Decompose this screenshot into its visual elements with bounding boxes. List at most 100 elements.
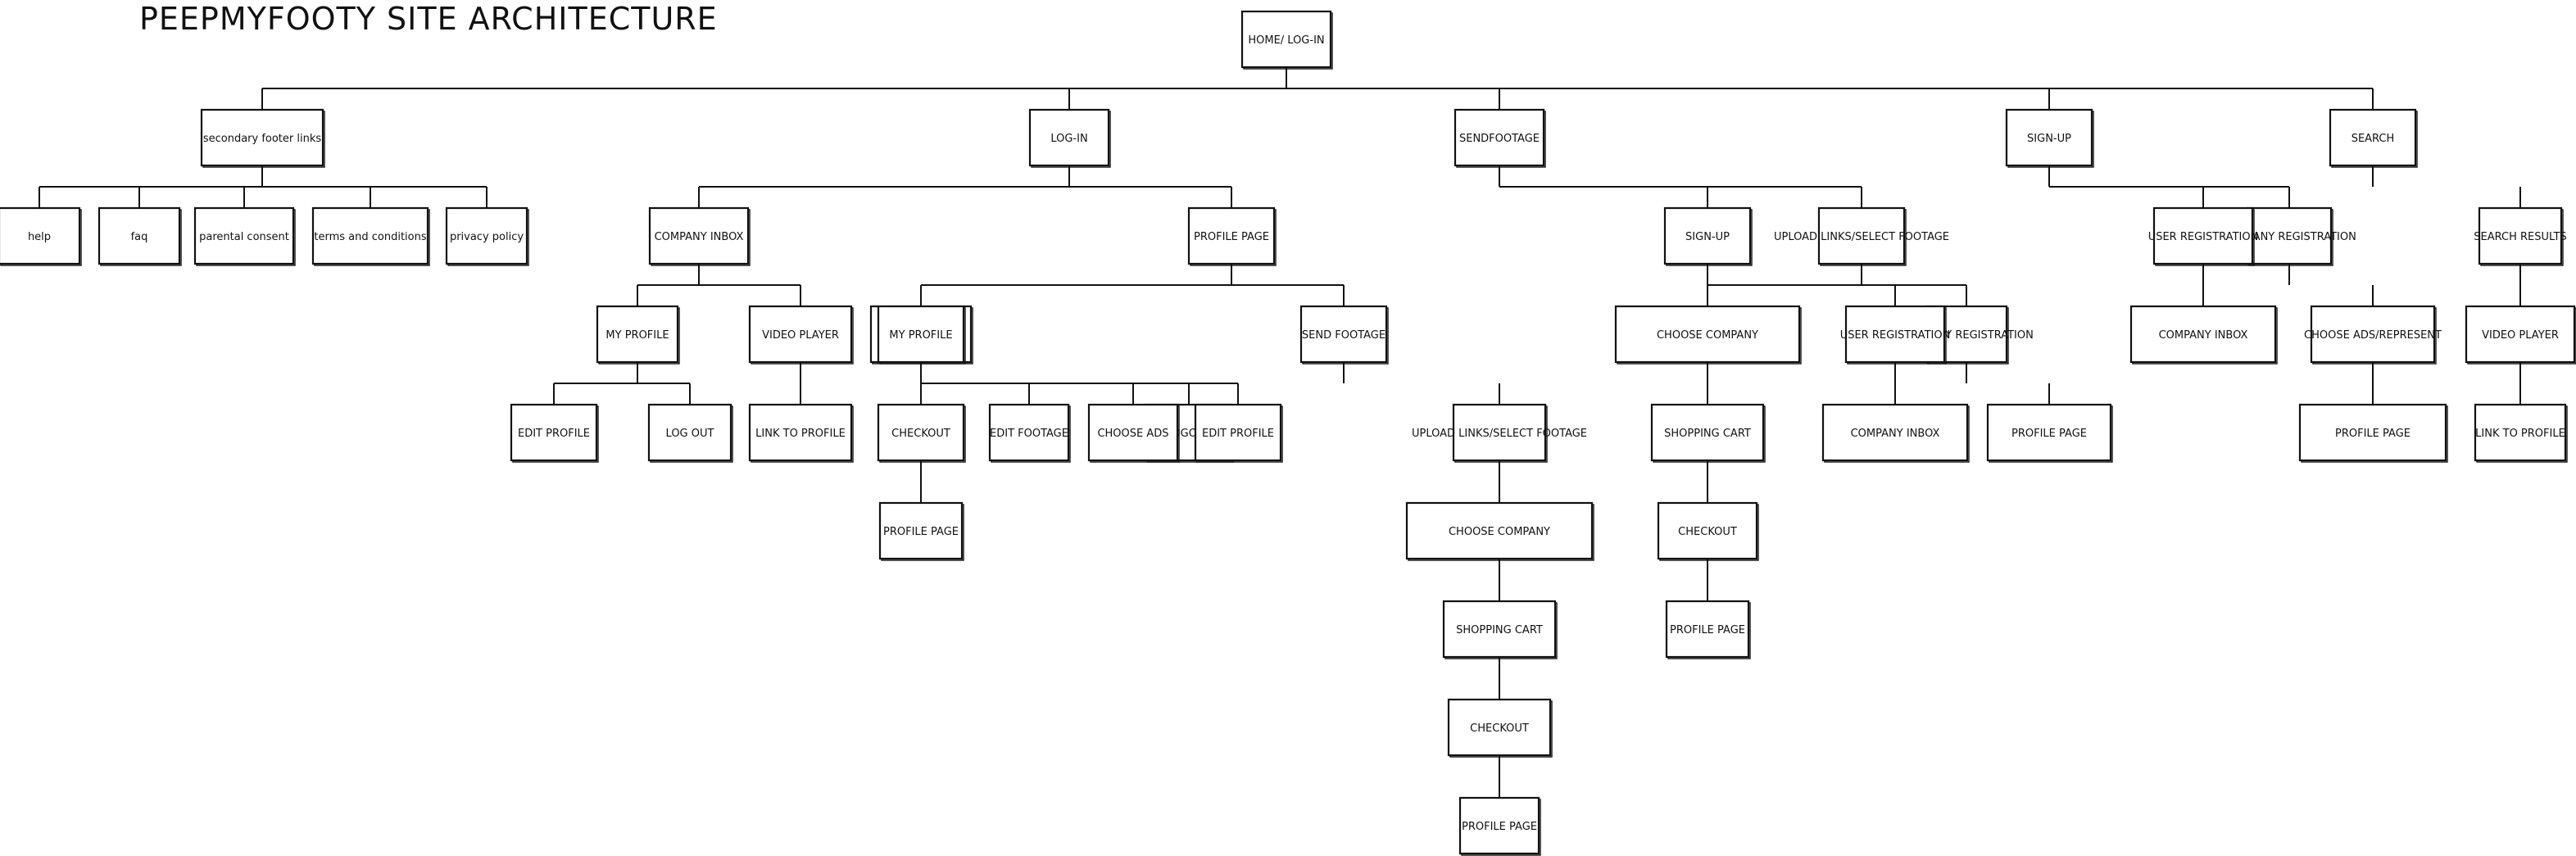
node-box [193, 206, 295, 265]
page-nodes: HOME/ LOG-IN secondary footer links help fa… [0, 10, 2576, 856]
diagram-title: PEEPMYFOOTY SITE ARCHITECTURE [139, 1, 718, 37]
node-box [748, 403, 853, 462]
node-box [988, 403, 1070, 462]
node-edit-profile: EDIT PROFILE [1194, 403, 1283, 463]
node-label: MY PROFILE [889, 329, 952, 342]
node-upload-links-select-footage: UPLOAD LINKS/SELECT FOOTAGE [1412, 403, 1587, 463]
node-label: PROFILE PAGE [883, 526, 959, 538]
node-user-registration: USER REGISTRATION [1840, 305, 1951, 365]
node-label: parental consent [199, 231, 289, 243]
node-send-footage: SEND FOOTAGE [1299, 305, 1389, 365]
node-company-inbox: COMPANY INBOX [648, 206, 751, 266]
node-label: LINK TO PROFILE [2475, 428, 2565, 440]
node-label: PROFILE PAGE [1670, 624, 1745, 636]
node-label: VIDEO PLAYER [762, 329, 839, 342]
node-label: SIGN-UP [2027, 133, 2071, 145]
node-box [1821, 403, 1969, 462]
node-label: UPLOAD LINKS/SELECT FOOTAGE [1774, 231, 1949, 243]
node-label: SEND FOOTAGE [1302, 329, 1386, 342]
node-box [200, 108, 324, 167]
node-sign-up: SIGN-UP [2005, 108, 2094, 168]
node-box [1657, 501, 1758, 560]
node-box [1299, 305, 1388, 364]
node-label: LINK TO PROFILE [755, 428, 846, 440]
node-box [1442, 600, 1557, 659]
node-box [2152, 206, 2254, 265]
node-secondary-footer-links: secondary footer links [200, 108, 325, 168]
node-label: SHOPPING CART [1664, 428, 1751, 440]
node-label: HOME/ LOG-IN [1248, 34, 1324, 47]
node-checkout: CHECKOUT [1447, 698, 1553, 758]
node-checkout: CHECKOUT [1657, 501, 1759, 561]
node-box [877, 305, 965, 364]
node-user-registration: USER REGISTRATION [2148, 206, 2258, 266]
node-label: EDIT PROFILE [518, 428, 590, 440]
node-box [1650, 403, 1765, 462]
node-box [311, 206, 429, 265]
node-label: privacy policy [450, 231, 524, 243]
node-label: help [28, 231, 51, 243]
node-box [0, 206, 81, 265]
node-label: COMPANY INBOX [1851, 428, 1940, 440]
node-label: SEARCH RESULTS [2474, 231, 2566, 243]
node-box [1986, 403, 2112, 462]
node-box [1405, 501, 1594, 560]
node-log-out: LOG OUT [647, 403, 733, 463]
node-box [596, 305, 679, 364]
node-box [1028, 108, 1110, 167]
node-terms-and-conditions: terms and conditions [311, 206, 430, 266]
node-video-player: VIDEO PLAYER [748, 305, 854, 365]
node-box [1614, 305, 1801, 364]
node-label: COMPANY REGISTRATION [2222, 231, 2356, 243]
node-faq: faq [98, 206, 182, 266]
node-label: CHOOSE ADS/REPRESENT [2304, 329, 2442, 342]
node-box [445, 206, 528, 265]
node-label: MY PROFILE [605, 329, 669, 342]
node-label: SIGN-UP [1685, 231, 1730, 243]
node-sendfootage: SENDFOOTAGE [1454, 108, 1546, 168]
node-shopping-cart: SHOPPING CART [1442, 600, 1558, 659]
node-box [1087, 403, 1179, 462]
node-box [2298, 403, 2447, 462]
node-profile-page: PROFILE PAGE [1986, 403, 2113, 463]
node-box [1817, 206, 1906, 265]
node-log-in: LOG-IN [1028, 108, 1111, 168]
node-link-to-profile: LINK TO PROFILE [2474, 403, 2568, 463]
node-box [2310, 305, 2436, 364]
node-box [98, 206, 181, 265]
node-sign-up: SIGN-UP [1663, 206, 1753, 266]
node-label: LOG OUT [666, 428, 714, 440]
node-box [647, 403, 732, 462]
node-label: PROFILE PAGE [2335, 428, 2410, 440]
node-box [2465, 305, 2576, 364]
node-home-log-in: HOME/ LOG-IN [1240, 10, 1333, 70]
node-box [1458, 796, 1540, 855]
node-company-inbox: COMPANY INBOX [2129, 305, 2278, 365]
node-parental-consent: parental consent [193, 206, 296, 266]
node-label: SEARCH [2352, 133, 2395, 145]
node-box [1187, 206, 1276, 265]
node-label: CHOOSE COMPANY [1657, 329, 1758, 342]
node-choose-ads-represent: CHOOSE ADS/REPRESENT [2304, 305, 2442, 365]
node-help: help [0, 206, 82, 266]
node-box [1240, 10, 1332, 69]
node-label: UPLOAD LINKS/SELECT FOOTAGE [1412, 428, 1587, 440]
node-label: USER REGISTRATION [1840, 329, 1951, 342]
node-label: SHOPPING CART [1456, 624, 1543, 636]
node-label: PROFILE PAGE [1462, 821, 1537, 833]
node-label: PROFILE PAGE [2011, 428, 2087, 440]
node-label: CHECKOUT [891, 428, 950, 440]
node-box [2474, 403, 2567, 462]
node-box [1663, 206, 1752, 265]
node-label: EDIT PROFILE [1202, 428, 1274, 440]
node-box [748, 305, 853, 364]
node-label: SENDFOOTAGE [1459, 133, 1540, 145]
node-box [2478, 206, 2563, 265]
node-choose-ads: CHOOSE ADS [1087, 403, 1180, 463]
node-label: CHECKOUT [1678, 526, 1737, 538]
node-privacy-policy: privacy policy [445, 206, 529, 266]
node-company-inbox: COMPANY INBOX [1821, 403, 1970, 463]
node-label: COMPANY INBOX [655, 231, 744, 243]
node-profile-page: PROFILE PAGE [1665, 600, 1751, 659]
node-box [2005, 108, 2093, 167]
